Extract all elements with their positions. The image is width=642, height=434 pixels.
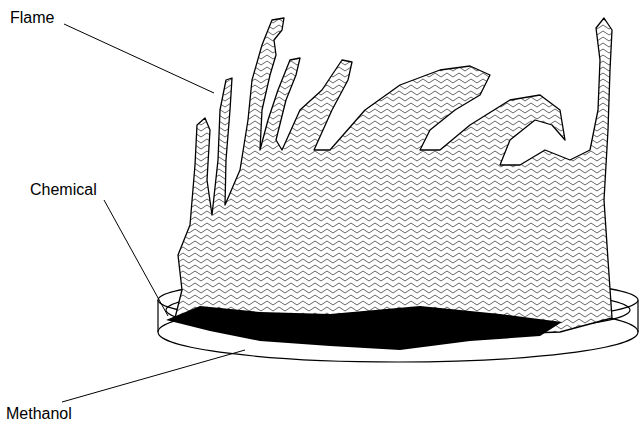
chemical-blob <box>166 306 562 350</box>
leader-lines <box>62 24 245 402</box>
part-label: Flame <box>10 8 54 27</box>
part-label: Chemical <box>30 180 97 199</box>
flame <box>175 18 612 336</box>
part-label: Methanol <box>6 404 72 423</box>
